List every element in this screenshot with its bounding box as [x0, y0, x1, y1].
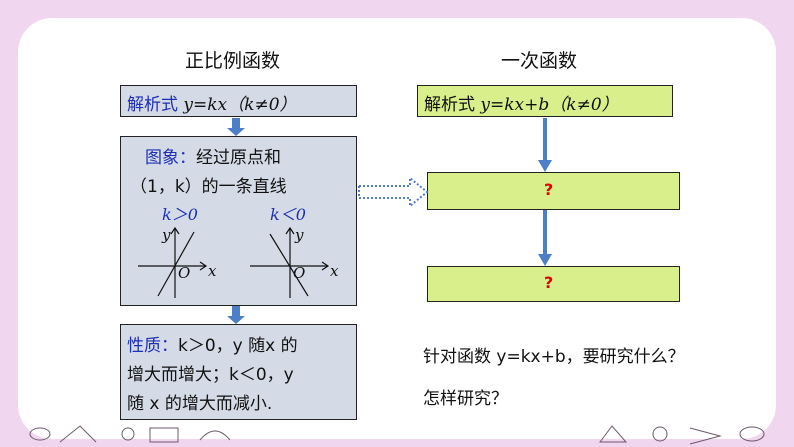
question-line2: 怎样研究？ — [423, 384, 508, 409]
dotted-right-arrow — [359, 178, 427, 206]
right-down-arrow-2 — [538, 210, 552, 266]
right-down-arrow-1 — [538, 118, 552, 172]
left-down-arrow-1 — [227, 118, 245, 136]
question-line1: 针对函数 y=kx+b，要研究什么？ — [423, 342, 685, 367]
left-down-arrow-2 — [227, 306, 245, 324]
